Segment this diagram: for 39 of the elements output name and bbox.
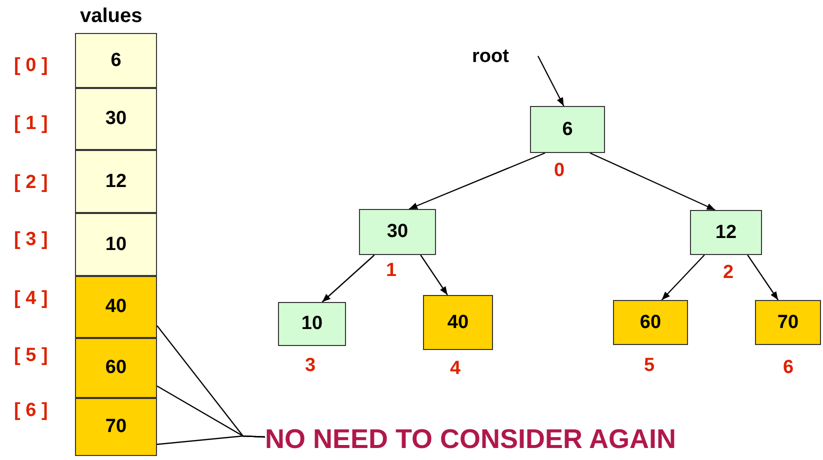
tree-node-box: 12 (690, 210, 762, 255)
array-cell: 30 (75, 88, 157, 150)
tree-node-box: 6 (530, 106, 605, 153)
array-index-label: [ 5 ] (14, 345, 48, 367)
node-index-label: 2 (723, 262, 734, 284)
array-index-label: [ 0 ] (14, 55, 48, 77)
array-cell: 6 (75, 33, 157, 88)
array-cell: 12 (75, 150, 157, 213)
tree-node-box: 60 (613, 300, 688, 345)
array-index-label: [ 3 ] (14, 229, 48, 251)
arrow (747, 254, 779, 300)
arrow (661, 254, 705, 300)
array-index-label: [ 2 ] (14, 172, 48, 194)
arrow (420, 254, 448, 296)
node-index-label: 0 (554, 160, 565, 182)
node-index-label: 5 (644, 355, 655, 377)
arrow (322, 254, 375, 302)
tree-node-box: 30 (359, 209, 436, 255)
arrow (408, 152, 546, 210)
node-index-label: 4 (450, 358, 461, 380)
leader-line (156, 435, 266, 445)
node-index-label: 3 (305, 355, 316, 377)
array-cell: 40 (75, 276, 157, 338)
array-cell: 70 (75, 398, 157, 456)
node-index-label: 6 (783, 357, 794, 379)
pointer-label: root (472, 46, 509, 68)
array-cell: 60 (75, 338, 157, 398)
array-heading: values (80, 5, 142, 28)
array-index-label: [ 4 ] (14, 288, 48, 310)
array-index-label: [ 6 ] (14, 400, 48, 422)
array-cell: 10 (75, 213, 157, 276)
tree-node-box: 40 (423, 295, 493, 350)
node-index-label: 1 (386, 260, 397, 282)
array-index-label: [ 1 ] (14, 113, 48, 135)
arrow (537, 56, 564, 106)
tree-node-box: 10 (278, 302, 346, 346)
tree-node-box: 70 (755, 300, 821, 345)
arrow (590, 152, 716, 211)
note-text: NO NEED TO CONSIDER AGAIN (265, 424, 676, 455)
